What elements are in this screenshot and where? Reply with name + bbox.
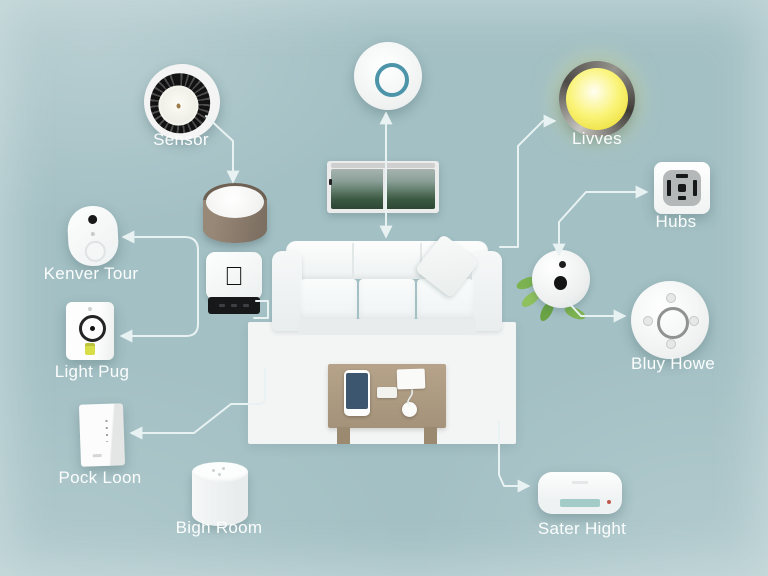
tv-power-dot: [329, 179, 332, 185]
label-light-pug: Light Pug: [54, 362, 130, 381]
sofa-arm-left: [272, 251, 302, 331]
doorbell-camera-icon: [66, 204, 120, 268]
router-icon: [538, 472, 622, 514]
camera-lens-icon: [559, 261, 566, 268]
label-livves: Livves: [572, 129, 622, 148]
label-bluy-howe: Bluy Howe: [631, 354, 715, 373]
cylinder-speaker-icon: [192, 462, 248, 526]
wall-plug-icon: [66, 302, 114, 360]
camera-lens-icon: [554, 276, 567, 290]
plant-camera: [514, 248, 602, 328]
remote: [377, 387, 397, 398]
wire-sofa-bulb: [499, 114, 557, 248]
label-pock-loon: Pock Loon: [58, 468, 142, 487]
speaker-pot: [203, 183, 267, 243]
wire-doorbell-plug: [119, 230, 199, 343]
wire-camera-hubs: [552, 185, 649, 257]
sofa-base: [298, 319, 476, 335]
wifi-disc-icon: [354, 42, 422, 110]
wire-rug-tower: [129, 368, 266, 440]
label-sater-hight: Sater Hight: [537, 519, 627, 538]
tower-hub-icon: [78, 403, 126, 467]
smartphone: [344, 370, 370, 416]
sofa: [272, 233, 502, 335]
tv-bezel: [331, 163, 435, 168]
paper-card: [396, 368, 426, 390]
apple-logo-icon: : [224, 261, 244, 292]
mac-mini: : [206, 252, 262, 316]
tv-screen: [331, 169, 435, 209]
tv-pane-divider: [383, 169, 386, 209]
coffee-table: [328, 364, 446, 444]
smart-dial-icon: [631, 281, 709, 359]
label-kenver-tour: Kenver Tour: [43, 264, 139, 283]
label-sensor: Sensor: [153, 130, 209, 149]
mouse: [402, 402, 417, 417]
sofa-seat: [300, 279, 475, 321]
label-hubs: Hubs: [655, 212, 697, 231]
smart-outlet-icon: [654, 162, 710, 214]
tv-landscape: [327, 161, 439, 213]
label-bigh-room: Bigh Room: [175, 518, 263, 537]
mac-mini-ports: [208, 297, 260, 314]
light-bulb-icon: [559, 61, 635, 137]
